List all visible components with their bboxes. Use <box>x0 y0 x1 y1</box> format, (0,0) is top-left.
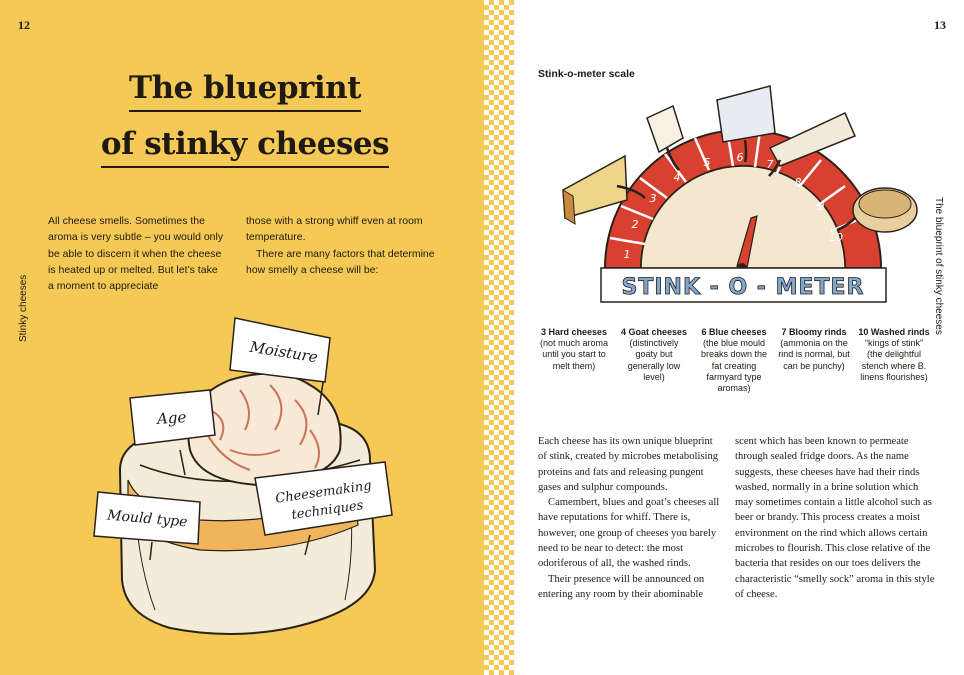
title-line-2: of stinky cheeses <box>100 122 390 168</box>
body-paragraph-2: Camembert, blues and goat’s cheeses all … <box>538 497 720 570</box>
meter-number-5: 5 <box>704 156 711 169</box>
meter-number-8: 8 <box>795 176 802 189</box>
body-column-1: Each cheese has its own unique blueprint… <box>538 434 720 602</box>
side-label-left: Stinky cheeses <box>18 274 29 342</box>
stink-o-meter-graphic: 1 2 3 4 5 6 7 8 9 10 STINK - O - METER <box>562 85 918 303</box>
body-paragraph-3: Their presence will be announced on ente… <box>538 573 705 600</box>
scale-item-heading: 3 Hard cheeses <box>540 327 608 337</box>
meter-number-2: 2 <box>632 218 639 231</box>
scale-item: 7 Bloomy rinds (ammonia on the rind is n… <box>778 327 850 394</box>
scale-title: Stink-o-meter scale <box>538 68 635 80</box>
intro-column-2: those with a strong whiff even at room t… <box>246 213 438 278</box>
cheese-factors-illustration: Moisture Age Cheesemaking techniques Mou… <box>80 310 410 660</box>
scale-item-desc: (the blue mould breaks down the fat crea… <box>700 338 768 394</box>
intro-paragraph-3: There are many factors that determine ho… <box>246 247 435 276</box>
body-paragraph-4: scent which has been known to permeate t… <box>735 436 935 600</box>
scale-item-heading: 7 Bloomy rinds <box>781 327 847 337</box>
scale-item-heading: 4 Goat cheeses <box>620 327 688 337</box>
scale-item: 6 Blue cheeses (the blue mould breaks do… <box>698 327 770 394</box>
page-number-left: 12 <box>18 18 30 32</box>
scale-item-heading: 6 Blue cheeses <box>701 327 767 337</box>
body-column-2: scent which has been known to permeate t… <box>735 434 935 602</box>
scale-legend: 3 Hard cheeses (not much aroma until you… <box>538 327 930 394</box>
meter-number-10: 10 <box>829 231 843 244</box>
meter-label: STINK - O - METER <box>622 275 865 300</box>
scale-item-desc: (not much aroma until you start to melt … <box>539 338 609 371</box>
scale-item: 4 Goat cheeses (distinctively goaty but … <box>618 327 690 394</box>
factor-age: Age <box>154 408 187 428</box>
meter-number-4: 4 <box>674 171 681 184</box>
scale-item-desc: (ammonia on the rind is normal, but can … <box>778 338 850 371</box>
checkered-gutter <box>484 0 514 675</box>
title-line-1: The blueprint <box>129 66 361 112</box>
page-title: The blueprint of stinky cheeses <box>100 60 390 172</box>
stink-o-meter: 1 2 3 4 5 6 7 8 9 10 STINK - O - METER <box>555 78 930 318</box>
scale-item: 10 Washed rinds “kings of stink” (the de… <box>858 327 930 394</box>
meter-number-6: 6 <box>737 151 744 164</box>
scale-item-desc: (distinctively goaty but generally low l… <box>627 338 681 382</box>
meter-number-7: 7 <box>767 158 774 171</box>
factor-mould-type: Mould type <box>106 507 189 530</box>
side-label-right: The blueprint of stinky cheeses <box>933 197 944 335</box>
scale-item-desc: “kings of stink” (the delightful stench … <box>860 338 928 382</box>
intro-column-1: All cheese smells. Sometimes the aroma i… <box>48 213 226 294</box>
scale-item: 3 Hard cheeses (not much aroma until you… <box>538 327 610 394</box>
cheese-illustration: Moisture Age Cheesemaking techniques Mou… <box>93 317 393 635</box>
page-number-right: 13 <box>934 18 946 32</box>
intro-paragraph-2: those with a strong whiff even at room t… <box>246 215 423 244</box>
scale-item-heading: 10 Washed rinds <box>858 327 930 337</box>
meter-number-9: 9 <box>818 200 825 213</box>
meter-number-1: 1 <box>624 248 631 261</box>
body-paragraph-1: Each cheese has its own unique blueprint… <box>538 436 719 493</box>
intro-paragraph-1: All cheese smells. Sometimes the aroma i… <box>48 215 224 293</box>
meter-number-3: 3 <box>650 192 657 205</box>
